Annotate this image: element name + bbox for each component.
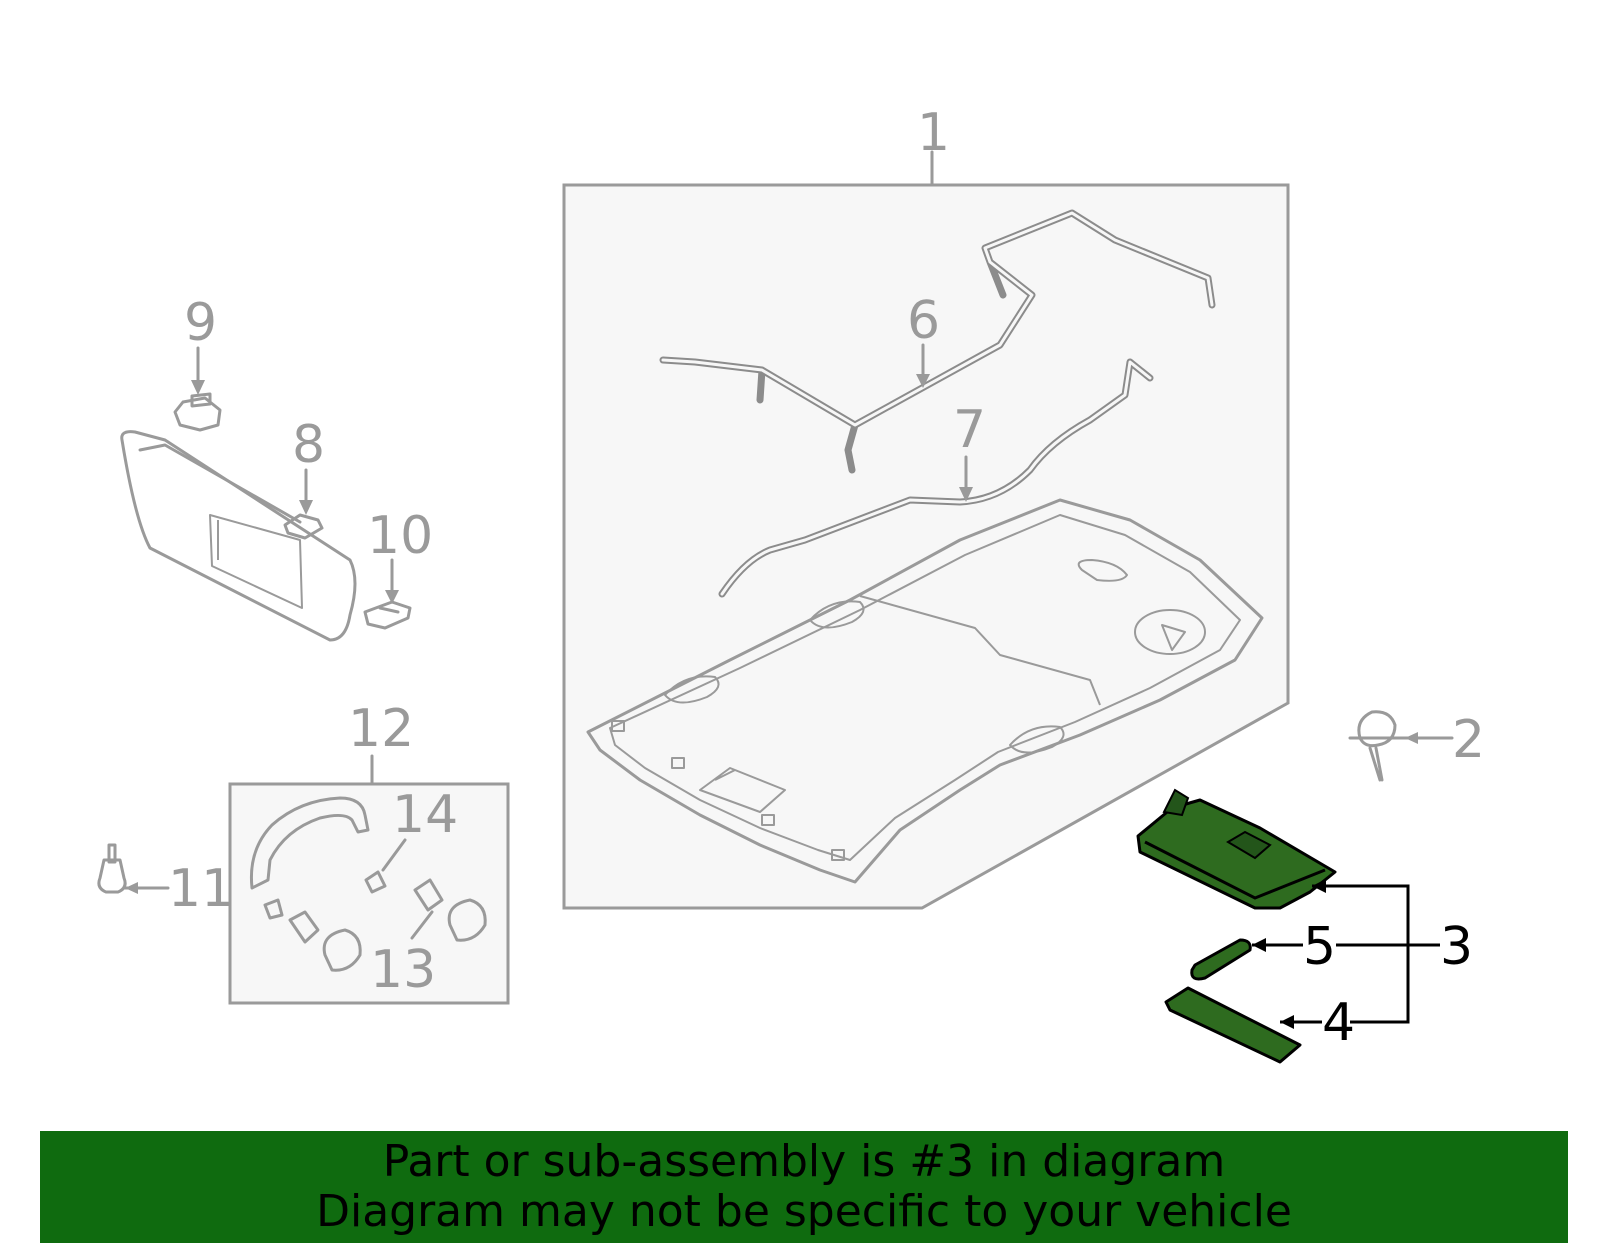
callout-6-arrow	[916, 374, 930, 388]
sunroof-cutout	[699, 767, 786, 813]
clip-pocket-3	[761, 814, 775, 826]
callout-13-leader	[410, 910, 434, 940]
callout-7: 7	[953, 400, 986, 460]
visor-hinge-rod	[138, 443, 302, 524]
callout-9-arrow	[191, 380, 205, 395]
banner-line-2: Diagram may not be specific to your vehi…	[316, 1186, 1292, 1237]
callout-12: 12	[348, 699, 414, 759]
dome-lamp-lens-4	[1164, 986, 1302, 1064]
callout-3-arrow	[1312, 879, 1326, 893]
callout-3: 3	[1440, 917, 1473, 977]
callout-10-arrow	[385, 590, 399, 604]
clip-pocket-1	[611, 720, 625, 732]
wire-harness-6-core	[661, 211, 1214, 427]
grab-handle-bracket-b	[413, 878, 444, 912]
grab-handle-recess-3	[809, 600, 865, 629]
callout-10: 10	[367, 506, 433, 566]
callout-3-bracket	[1312, 884, 1440, 1024]
callout-5-arrow	[1252, 938, 1266, 952]
grab-handle-cap-a	[322, 928, 362, 972]
grab-handle-box	[228, 782, 510, 1005]
sun-visor	[120, 430, 357, 642]
headliner-inner	[609, 514, 1241, 861]
callout-8-arrow	[299, 500, 313, 515]
dome-lamp-switch	[1226, 830, 1272, 860]
callout-7-arrow	[959, 487, 973, 502]
callout-14-leader	[381, 838, 407, 872]
visor-clip	[283, 513, 324, 540]
callout-4-arrow	[1280, 1015, 1294, 1029]
grab-handle-group: 12 14 13 11	[97, 699, 510, 1005]
callout-2: 2	[1452, 710, 1485, 770]
dome-lamp-tab	[1162, 788, 1190, 817]
grab-handle	[249, 796, 370, 890]
wire-harness-7-core	[720, 360, 1152, 596]
dome-lamp-edge	[1144, 840, 1326, 900]
dome-lamp-bulb-5	[1190, 938, 1252, 981]
sun-visor-group: 9 8 10	[120, 293, 433, 642]
clip-pocket-4	[831, 849, 845, 861]
callout-13: 13	[370, 940, 436, 1000]
headliner-rib	[859, 595, 1101, 706]
callout-8: 8	[292, 415, 325, 475]
headliner-panel-group: 1 6 7	[562, 103, 1290, 910]
clip-pocket-2	[671, 757, 685, 769]
dome-lamp-assembly: 5 4 3	[1136, 788, 1473, 1064]
callout-11: 11	[168, 859, 234, 919]
callout-11-arrow	[125, 882, 138, 894]
clip-group: 2	[1348, 710, 1485, 782]
callout-9: 9	[184, 293, 217, 353]
callout-1: 1	[917, 103, 950, 163]
grab-handle-clip-b	[263, 898, 284, 920]
grab-handle-bracket-a	[288, 910, 320, 944]
visor-mirror	[209, 514, 303, 609]
clip-2	[1348, 710, 1407, 782]
visor-holder	[363, 600, 412, 630]
screw-11	[97, 843, 127, 894]
visor-bracket	[173, 392, 222, 432]
callout-4: 4	[1322, 993, 1355, 1053]
callout-14: 14	[392, 785, 458, 845]
visor-recess	[1077, 559, 1128, 582]
grab-handle-clip-a	[364, 870, 387, 894]
callout-5: 5	[1303, 917, 1336, 977]
dome-light-recess-inner	[1161, 624, 1186, 651]
grab-handle-cap-b	[447, 898, 487, 942]
dome-light-recess	[1134, 609, 1206, 655]
callout-6: 6	[907, 291, 940, 351]
grab-handle-recess-2	[664, 675, 720, 704]
info-banner: Part or sub-assembly is #3 in diagram Di…	[40, 1131, 1568, 1243]
grab-handle-recess-1	[1009, 725, 1065, 754]
headliner	[586, 498, 1264, 884]
banner-line-1: Part or sub-assembly is #3 in diagram	[382, 1136, 1226, 1187]
callout-2-arrow	[1405, 732, 1418, 744]
